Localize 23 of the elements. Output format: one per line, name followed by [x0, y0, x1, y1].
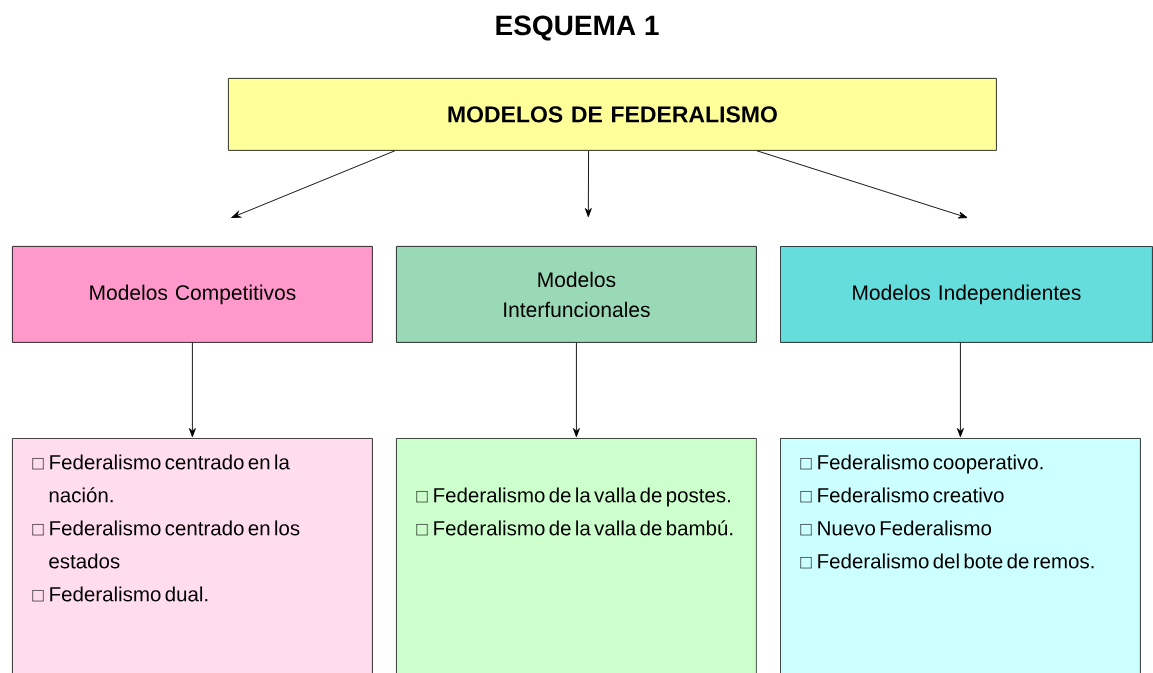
- list-item: Federalismo centrado en la nación.: [32, 454, 290, 503]
- arrow: [584, 150, 592, 218]
- category-box: Modelos Competitivos: [12, 246, 373, 343]
- list-item: Federalismo cooperativo.: [800, 454, 1043, 474]
- list-item: Federalismo de la valla de bambú.: [416, 520, 733, 536]
- list-item: Nuevo Federalismo: [800, 520, 992, 536]
- list-item: Federalismo de la valla de postes.: [416, 487, 730, 507]
- arrow: [188, 342, 196, 438]
- list-box: [12, 438, 373, 673]
- arrow: [572, 342, 580, 438]
- category-box: Modelos Interfuncionales: [396, 246, 757, 343]
- title: ESQUEMA 1: [496, 15, 659, 41]
- list-item: Federalismo centrado en los estados: [32, 520, 300, 569]
- arrow: [231, 150, 396, 218]
- list-item: Federalismo del bote de remos.: [800, 553, 1094, 569]
- category-box: Modelos Independientes: [780, 246, 1153, 343]
- arrow: [756, 150, 968, 219]
- title-box: MODELOS DE FEDERALISMO: [228, 78, 997, 151]
- list-item: Federalismo dual.: [32, 586, 208, 602]
- list-item: Federalismo creativo: [800, 487, 1004, 503]
- arrow: [956, 342, 964, 438]
- list-box: [780, 438, 1141, 673]
- list-box: [396, 438, 757, 673]
